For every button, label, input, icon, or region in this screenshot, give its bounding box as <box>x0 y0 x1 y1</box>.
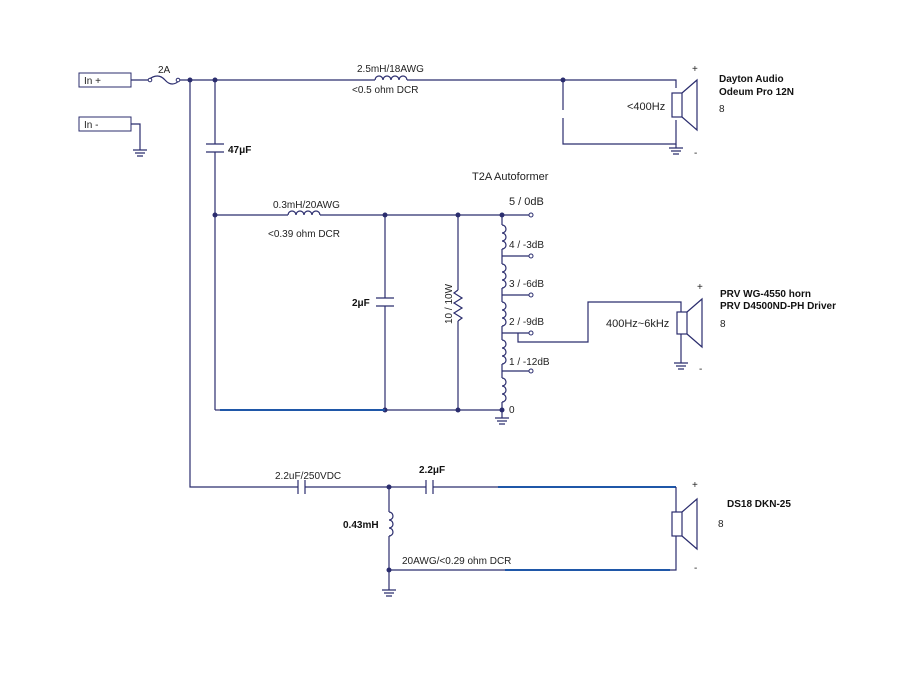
mid-speaker-name-2: PRV D4500ND-PH Driver <box>720 301 836 312</box>
tweeter-minus: - <box>694 563 697 574</box>
mid-shunt-capacitor <box>376 297 394 307</box>
woofer-inductor-dcr: <0.5 ohm DCR <box>352 85 418 96</box>
mid-crossover-label: 400Hz~6kHz <box>606 318 669 330</box>
mid-minus: - <box>699 364 702 375</box>
tap-label-4: 4 / -3dB <box>509 240 544 251</box>
mid-resistor <box>452 289 464 322</box>
autoformer-title: T2A Autoformer <box>472 171 549 183</box>
input-minus-terminal: In - <box>78 116 132 132</box>
input-minus-label: In - <box>84 120 98 131</box>
tap-terminal <box>528 292 534 298</box>
mid-inductor-dcr: <0.39 ohm DCR <box>268 229 340 240</box>
mid-speaker-icon <box>676 297 703 349</box>
woofer-ground-symbol <box>669 147 683 155</box>
mid-ground-symbol <box>674 362 688 370</box>
woofer-minus: - <box>694 148 697 159</box>
tweeter-inductor-label: 0.43mH <box>343 520 379 531</box>
woofer-crossover-label: <400Hz <box>627 101 665 113</box>
input-plus-label: In + <box>84 76 101 87</box>
mid-impedance: 8 <box>720 319 726 330</box>
tap-label-1: 1 / -12dB <box>509 357 550 368</box>
fuse <box>147 75 181 85</box>
mid-plus: + <box>697 282 703 293</box>
autoformer-ground-symbol <box>495 417 509 425</box>
tweeter-plus: + <box>692 480 698 491</box>
fuse-label: 2A <box>158 65 171 76</box>
mid-cap-label: 47μF <box>228 145 251 156</box>
woofer-inductor-label: 2.5mH/18AWG <box>357 64 424 75</box>
junction-dot <box>499 407 505 413</box>
tweeter-speaker-name: DS18 DKN-25 <box>727 499 791 510</box>
mid-inductor-label: 0.3mH/20AWG <box>273 200 340 211</box>
tweeter-series-capacitor-1 <box>297 480 306 494</box>
mid-inductor <box>287 210 321 216</box>
woofer-speaker-icon <box>671 78 698 132</box>
tap-label-2: 2 / -9dB <box>509 317 544 328</box>
mid-series-capacitor <box>206 143 224 153</box>
tap-label-3: 3 / -6dB <box>509 279 544 290</box>
tweeter-cap2-label: 2.2μF <box>419 465 445 476</box>
woofer-speaker-name-1: Dayton Audio <box>719 74 784 85</box>
woofer-inductor <box>374 75 408 81</box>
input-plus-terminal: In + <box>78 72 132 88</box>
tap-label-5: 5 / 0dB <box>509 196 544 208</box>
tap-terminal <box>528 330 534 336</box>
tap-terminal <box>528 212 534 218</box>
input-ground-symbol <box>133 149 147 157</box>
woofer-impedance: 8 <box>719 104 725 115</box>
tap-label-0: 0 <box>509 405 515 416</box>
woofer-speaker-name-2: Odeum Pro 12N <box>719 87 794 98</box>
tap-terminal <box>528 368 534 374</box>
tweeter-series-capacitor-2 <box>425 480 434 494</box>
tweeter-speaker-icon <box>671 497 698 551</box>
tweeter-impedance: 8 <box>718 519 724 530</box>
mid-speaker-name-1: PRV WG-4550 horn <box>720 289 811 300</box>
tweeter-ground-symbol <box>382 589 396 597</box>
tweeter-shunt-inductor <box>388 511 394 537</box>
tweeter-inductor-dcr: 20AWG/<0.29 ohm DCR <box>402 556 511 567</box>
mid-shunt-cap-label: 2μF <box>352 298 370 309</box>
mid-resistor-label: 10 / 10W <box>444 283 455 324</box>
tap-terminal <box>528 253 534 259</box>
autoformer-coil <box>501 224 507 403</box>
woofer-plus: + <box>692 64 698 75</box>
tweeter-cap1-label: 2.2uF/250VDC <box>275 471 341 482</box>
